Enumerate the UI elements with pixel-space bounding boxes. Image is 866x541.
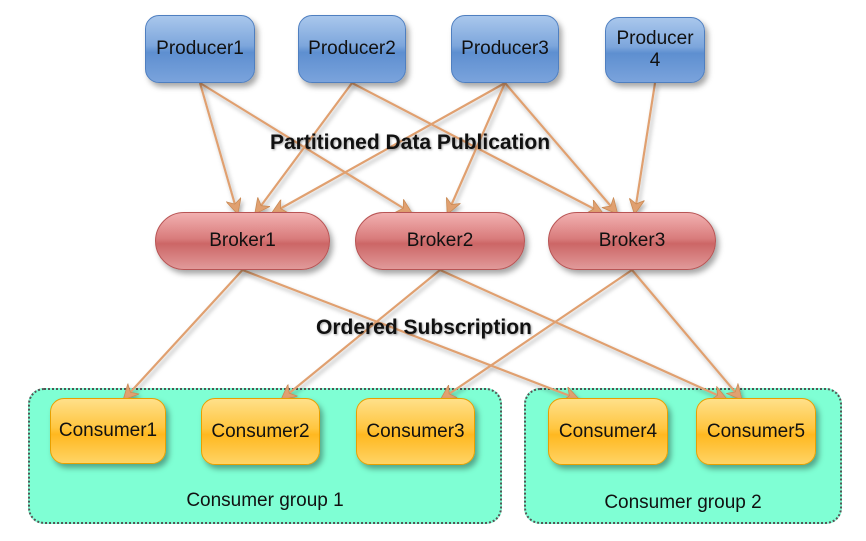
broker-1-node[interactable]: Broker1 — [155, 212, 330, 270]
consumer-group-2-label: Consumer group 2 — [604, 492, 762, 513]
edge-p1-to-b1 — [198, 82, 237, 213]
producer-3-label: Producer3 — [461, 38, 549, 59]
consumer-group-1-label: Consumer group 1 — [186, 490, 344, 511]
consumer-3-node[interactable]: Consumer3 — [356, 398, 475, 465]
edge-b1-to-c1 — [124, 269, 244, 399]
consumer-2-node[interactable]: Consumer2 — [201, 398, 320, 465]
consumer-4-label: Consumer4 — [558, 420, 658, 442]
consumer-3-label: Consumer3 — [366, 420, 465, 442]
broker-3-label: Broker3 — [598, 230, 666, 251]
producer-2-label: Producer2 — [308, 38, 396, 59]
broker-2-node[interactable]: Broker2 — [355, 212, 525, 270]
partitioned-data-publication-label: Partitioned Data Publication — [270, 131, 551, 154]
producer-4-node[interactable]: Producer 4 — [605, 17, 705, 83]
broker-1-label: Broker1 — [209, 230, 276, 251]
producer-1-node[interactable]: Producer1 — [145, 15, 255, 83]
broker-2-label: Broker2 — [406, 230, 474, 251]
producer-3-node[interactable]: Producer3 — [451, 15, 559, 83]
consumer-1-label: Consumer1 — [58, 420, 158, 441]
consumer-1-node[interactable]: Consumer1 — [50, 398, 166, 464]
consumer-5-label: Consumer5 — [706, 420, 806, 442]
consumer-5-node[interactable]: Consumer5 — [696, 398, 816, 465]
edge-p4-to-b3 — [635, 82, 657, 213]
consumer-4-node[interactable]: Consumer4 — [548, 398, 668, 465]
producer-4-label: Producer 4 — [616, 28, 694, 71]
edge-b3-to-c5 — [631, 269, 741, 399]
ordered-subscription-label: Ordered Subscription — [316, 316, 532, 339]
consumer-2-label: Consumer2 — [211, 420, 310, 442]
producer-2-node[interactable]: Producer2 — [298, 15, 406, 83]
producer-1-label: Producer1 — [156, 38, 244, 59]
broker-3-node[interactable]: Broker3 — [548, 212, 716, 270]
